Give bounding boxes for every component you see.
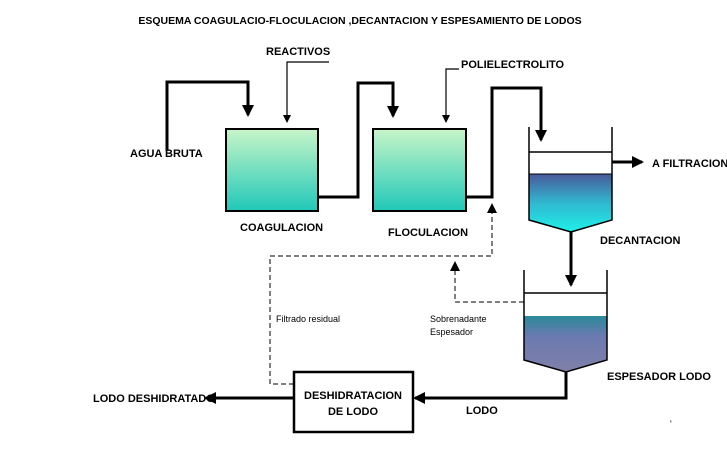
a-filtracion-label: A FILTRACION: [652, 158, 727, 170]
reactivos-label: REACTIVOS: [266, 46, 330, 58]
decanter-tank: [528, 127, 613, 233]
polielectrolito-label: POLIELECTROLITO: [461, 59, 565, 71]
diagram-title: ESQUEMA COAGULACIO-FLOCULACION ,DECANTAC…: [138, 15, 581, 27]
de-lodo-label: DE LODO: [328, 406, 379, 418]
agua-bruta-label: AGUA BRUTA: [130, 148, 203, 160]
deshidratacion-label: DESHIDRATACION: [304, 390, 402, 402]
floculacion-label: FLOCULACION: [388, 227, 468, 239]
flow-lines: [165, 80, 644, 404]
flocculation-tank: [372, 128, 467, 212]
reagent-lines: [283, 61, 459, 123]
lodo-deshidratado-label: LODO DESHIDRATADO: [93, 393, 215, 405]
lodo-label: LODO: [466, 405, 498, 417]
espesador-lodo-label: ESPESADOR LODO: [607, 371, 711, 383]
decantacion-label: DECANTACION: [600, 235, 681, 247]
coagulacion-label: COAGULACION: [240, 222, 323, 234]
sobrenadante-label: Sobrenadante: [430, 314, 487, 324]
corner-mark: ': [670, 419, 672, 429]
espesador-sublabel: Espesador: [430, 327, 473, 337]
thickener-tank: [523, 270, 608, 373]
filtrado-residual-label: Filtrado residual: [276, 314, 340, 324]
dewatering-box: [292, 370, 415, 434]
return-lines: [269, 203, 524, 385]
coagulation-tank: [225, 128, 319, 212]
